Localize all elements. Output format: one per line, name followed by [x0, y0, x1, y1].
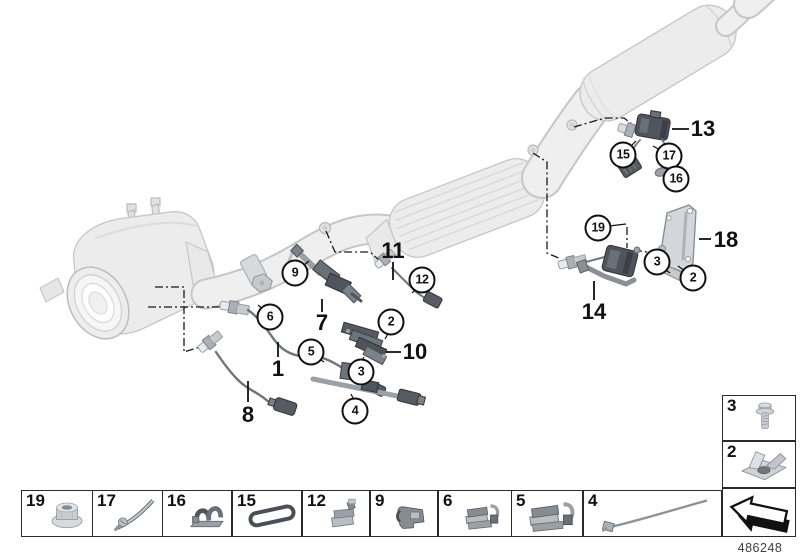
pipe-hex-fitting: [239, 254, 273, 293]
rubber-loop-icon: [248, 504, 296, 528]
legend-label: 9: [375, 491, 385, 510]
cable-tie-icon: [601, 499, 708, 533]
direction-arrow-icon: [729, 495, 790, 533]
exhaust-pipes: [39, 0, 776, 340]
callout-circle-12[interactable]: 12: [408, 266, 436, 294]
legend-cell-9[interactable]: 9: [370, 490, 438, 537]
callout-circle-17[interactable]: 17: [655, 142, 683, 170]
legend-cell-5[interactable]: 5: [511, 490, 583, 537]
temp-sensor-11: [374, 248, 443, 309]
callout-7[interactable]: 7: [315, 310, 329, 335]
flange-nut-icon: [51, 502, 83, 529]
cable-clamp-icon: [190, 506, 224, 528]
callout-14[interactable]: 14: [581, 299, 607, 324]
screw-clamp-icon: [113, 499, 155, 532]
legend-cell-2[interactable]: 2: [722, 441, 796, 488]
legend-cell-6[interactable]: 6: [438, 490, 512, 537]
legend-cell-16[interactable]: 16: [162, 490, 232, 537]
callout-8[interactable]: 8: [241, 402, 255, 427]
holder-clip-icon: [331, 498, 356, 528]
nav-arrow-cell[interactable]: [722, 488, 796, 537]
legend-cell-19[interactable]: 19: [21, 490, 93, 537]
callout-circle-3a[interactable]: 3: [347, 358, 375, 386]
legend-cell-4[interactable]: 4: [583, 490, 722, 537]
callout-circle-2b[interactable]: 2: [679, 264, 707, 292]
dpf-inlet-rings: [66, 266, 130, 340]
callout-circle-15[interactable]: 15: [609, 141, 637, 169]
legend-label: 5: [516, 491, 526, 510]
callout-11[interactable]: 11: [381, 238, 405, 263]
callout-circle-16[interactable]: 16: [662, 165, 690, 193]
dpf-canister: [39, 211, 219, 340]
callout-circle-4[interactable]: 4: [341, 397, 369, 425]
clamp-small-icon: [465, 504, 500, 530]
callout-circle-3b[interactable]: 3: [643, 248, 671, 276]
callout-10[interactable]: 10: [402, 339, 428, 364]
flange-bolt-icon: [755, 402, 775, 430]
sensor-parts: [197, 110, 697, 416]
sensor-boss-1: [318, 221, 332, 235]
callout-18[interactable]: 18: [713, 227, 739, 252]
legend-cell-3[interactable]: 3: [722, 395, 796, 441]
cage-nut-icon: [740, 451, 787, 481]
legend-label: 6: [443, 491, 453, 510]
callout-circle-9[interactable]: 9: [281, 259, 309, 287]
callout-circle-6[interactable]: 6: [256, 303, 284, 331]
bracket-clip-icon: [396, 506, 425, 529]
legend-label: 3: [727, 396, 737, 415]
legend-label: 4: [588, 491, 598, 510]
tailpipe-neck: [715, 0, 776, 37]
legend-label: 16: [167, 491, 186, 510]
callout-1[interactable]: 1: [271, 356, 285, 381]
legend-label: 12: [307, 491, 326, 510]
callout-13[interactable]: 13: [690, 116, 716, 141]
mid-pipe: [521, 83, 613, 199]
legend-label: 17: [97, 491, 116, 510]
legend-label: 2: [727, 442, 737, 461]
clamp-large-icon: [529, 502, 575, 532]
legend-cell-12[interactable]: 12: [302, 490, 370, 537]
document-number: 486248: [737, 541, 783, 555]
legend-cell-15[interactable]: 15: [232, 490, 302, 537]
holder-10: [340, 321, 388, 366]
legend-label: 19: [26, 491, 45, 510]
legend-cell-17[interactable]: 17: [92, 490, 163, 537]
legend-label: 15: [237, 491, 256, 510]
nox-sensor-14: [557, 244, 641, 287]
callout-circle-19[interactable]: 19: [584, 214, 612, 242]
callout-circle-5[interactable]: 5: [297, 338, 325, 366]
callout-circle-2a[interactable]: 2: [377, 308, 405, 336]
